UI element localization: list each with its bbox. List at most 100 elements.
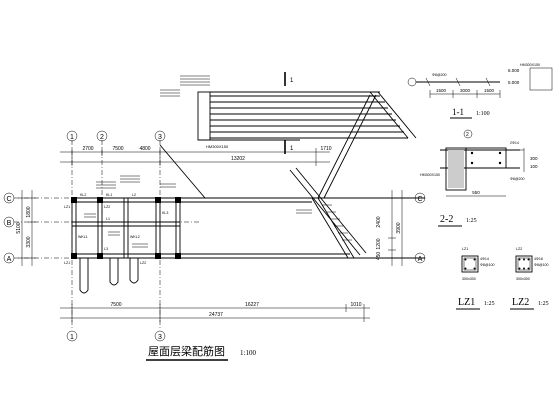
svg-text:1500: 1500 bbox=[484, 88, 495, 93]
svg-text:KL1: KL1 bbox=[106, 193, 112, 197]
svg-text:550: 550 bbox=[472, 190, 480, 195]
svg-text:13202: 13202 bbox=[231, 156, 245, 162]
svg-text:1: 1 bbox=[290, 146, 294, 152]
svg-text:1800: 1800 bbox=[26, 206, 32, 217]
svg-text:300x300: 300x300 bbox=[462, 277, 476, 281]
plan-dimension-bottom: 7500 16227 1010 24737 bbox=[60, 302, 370, 322]
svg-text:2700: 2700 bbox=[82, 146, 93, 152]
svg-text:3: 3 bbox=[158, 334, 162, 341]
section-cut-marker: 1 1 bbox=[284, 72, 294, 154]
svg-text:1:25: 1:25 bbox=[484, 301, 495, 307]
svg-text:4Φ16: 4Φ16 bbox=[534, 257, 543, 261]
plan-beam-layout bbox=[71, 197, 181, 259]
svg-text:LZ1: LZ1 bbox=[458, 297, 475, 308]
svg-text:KL2: KL2 bbox=[80, 193, 86, 197]
svg-text:HM300X150: HM300X150 bbox=[520, 63, 540, 67]
svg-text:1500: 1500 bbox=[436, 88, 447, 93]
svg-text:Φ8@200: Φ8@200 bbox=[432, 73, 447, 77]
svg-text:300x300: 300x300 bbox=[516, 277, 530, 281]
svg-text:6.000: 6.000 bbox=[508, 68, 520, 73]
svg-text:5.000: 5.000 bbox=[508, 80, 520, 85]
column-lz1-detail: LZ1 4Φ14 Φ8@100 300x300 bbox=[461, 247, 495, 281]
svg-text:C: C bbox=[417, 196, 422, 203]
svg-text:3000: 3000 bbox=[460, 88, 471, 93]
svg-text:1: 1 bbox=[70, 134, 74, 141]
axis-bubble-top-3: 3 bbox=[154, 130, 166, 142]
svg-text:L1: L1 bbox=[106, 217, 110, 221]
plan-long-beams bbox=[180, 197, 425, 259]
svg-text:1:25: 1:25 bbox=[466, 218, 477, 224]
svg-text:Φ8@100: Φ8@100 bbox=[534, 263, 549, 267]
plan-column-tags: LZ1 LZ2 LZ1 LZ2 bbox=[64, 205, 146, 265]
svg-text:2: 2 bbox=[466, 132, 469, 138]
plan-column-blocks bbox=[71, 197, 181, 259]
svg-text:WKL1: WKL1 bbox=[78, 235, 88, 239]
svg-text:B: B bbox=[7, 220, 12, 227]
plan-dimension-left: 1800 3300 5100 bbox=[16, 190, 36, 266]
svg-text:2: 2 bbox=[100, 134, 104, 141]
axis-bubble-top-1: 1 bbox=[66, 130, 78, 142]
svg-text:Φ8@100: Φ8@100 bbox=[480, 263, 495, 267]
elevation-1-1: 1500 3000 1500 6.000 5.000 HM300X150 Φ8@… bbox=[407, 63, 553, 98]
svg-text:WKL2: WKL2 bbox=[130, 235, 140, 239]
section-1-1-rebar-notes bbox=[160, 75, 210, 97]
svg-text:LZ2: LZ2 bbox=[512, 297, 529, 308]
svg-text:A: A bbox=[418, 256, 423, 263]
axis-bubble-bottom-1: 1 bbox=[66, 330, 78, 342]
svg-text:LZ2: LZ2 bbox=[104, 205, 110, 209]
svg-text:KL3: KL3 bbox=[162, 211, 168, 215]
svg-text:4Φ14: 4Φ14 bbox=[480, 257, 489, 261]
svg-text:L2: L2 bbox=[132, 193, 136, 197]
svg-text:1710: 1710 bbox=[320, 146, 331, 152]
svg-text:1:100: 1:100 bbox=[476, 111, 490, 117]
svg-text:A: A bbox=[7, 256, 12, 263]
plan-dimension-top: 2700 7500 4800 13202 1710 bbox=[60, 146, 332, 166]
svg-text:2400: 2400 bbox=[376, 216, 382, 227]
svg-text:7500: 7500 bbox=[110, 302, 121, 308]
svg-text:3: 3 bbox=[158, 134, 162, 141]
svg-text:24737: 24737 bbox=[209, 312, 223, 318]
svg-text:LZ1: LZ1 bbox=[64, 205, 70, 209]
svg-text:3900: 3900 bbox=[396, 222, 402, 233]
axis-bubble-bottom-3: 3 bbox=[154, 330, 166, 342]
plan-title: 屋面层梁配筋图 1:100 bbox=[146, 344, 256, 361]
svg-text:3300: 3300 bbox=[26, 236, 32, 247]
plan-column-loops bbox=[79, 258, 139, 294]
svg-text:L3: L3 bbox=[104, 247, 108, 251]
svg-text:HM300X150: HM300X150 bbox=[420, 173, 440, 177]
axis-bubble-left-c: C bbox=[3, 192, 15, 204]
svg-text:7500: 7500 bbox=[112, 146, 123, 152]
column-lz1-title: LZ1 1:25 bbox=[456, 297, 495, 310]
section-2-2-drawing: 2 550 300 100 HM300X150 2Φ14 Φ8@200 bbox=[420, 129, 538, 197]
svg-text:LZ1: LZ1 bbox=[64, 261, 70, 265]
axis-bubble-left-a: A bbox=[3, 252, 15, 264]
svg-text:屋面层梁配筋图: 屋面层梁配筋图 bbox=[148, 344, 225, 358]
svg-text:100: 100 bbox=[530, 164, 538, 169]
svg-text:5100: 5100 bbox=[16, 222, 22, 233]
section-1-1-note-a: HM300X150 bbox=[206, 144, 229, 149]
svg-text:2Φ14: 2Φ14 bbox=[510, 141, 519, 145]
svg-text:Φ8@200: Φ8@200 bbox=[510, 177, 525, 181]
svg-text:2-2: 2-2 bbox=[440, 214, 453, 225]
svg-text:300: 300 bbox=[530, 156, 538, 161]
svg-text:1010: 1010 bbox=[350, 302, 361, 308]
svg-text:LZ1: LZ1 bbox=[462, 247, 468, 251]
section-1-1-title: 1-1 1:100 bbox=[450, 107, 490, 119]
svg-text:1:100: 1:100 bbox=[240, 349, 256, 357]
column-lz2-detail: LZ2 4Φ16 Φ8@100 300x300 bbox=[515, 247, 549, 281]
svg-text:16227: 16227 bbox=[245, 302, 259, 308]
svg-text:LZ2: LZ2 bbox=[516, 247, 522, 251]
svg-text:1-1: 1-1 bbox=[452, 107, 464, 117]
axis-bubble-left-b: B bbox=[3, 216, 15, 228]
svg-text:1:25: 1:25 bbox=[538, 301, 549, 307]
svg-text:1200: 1200 bbox=[376, 238, 382, 249]
column-lz2-title: LZ2 1:25 bbox=[510, 297, 549, 310]
axis-bubble-top-2: 2 bbox=[96, 130, 108, 142]
plan-beam-tags: KL2 KL1 L2 L1 WKL1 WKL2 L3 KL3 bbox=[78, 193, 168, 251]
plan-diagonal-rebar bbox=[296, 204, 352, 241]
svg-text:450: 450 bbox=[376, 252, 382, 261]
plan-diagonal-members bbox=[159, 94, 377, 259]
svg-text:1: 1 bbox=[290, 78, 294, 84]
plan-dimension-right: 3900 2400 1200 450 bbox=[376, 190, 406, 266]
